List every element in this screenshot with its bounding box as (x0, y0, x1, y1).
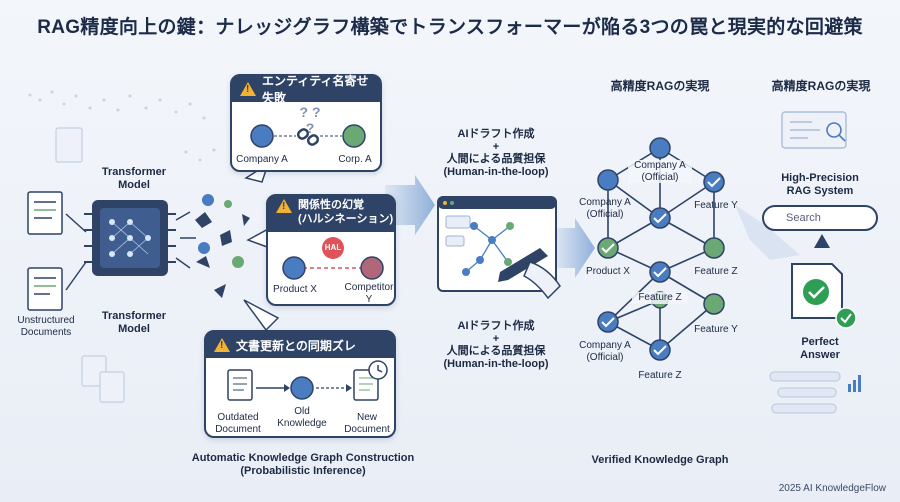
panel-title: 文書更新との同期ズレ (236, 338, 356, 353)
transformer-chip-icon (84, 200, 176, 276)
transformer-label-top: Transformer Model (101, 166, 167, 191)
unstructured-documents-label: Unstructured Documents (17, 315, 75, 338)
label-company-a: Company A (236, 154, 288, 165)
label-old-knowledge: Old Knowledge (277, 406, 327, 429)
label-feature-y-top: Feature Y (694, 200, 738, 211)
pen-icon (498, 248, 548, 282)
label-product-x: Product X (273, 284, 317, 295)
clock-icon (368, 360, 388, 380)
node-product-x (282, 256, 306, 280)
label-new-document: New Document (344, 412, 390, 435)
panel-title: エンティティ名寄せ失敗 (262, 74, 369, 105)
warning-icon (214, 338, 230, 352)
search-placeholder: Search (786, 212, 821, 224)
label-feature-y-bottom: Feature Y (694, 324, 738, 335)
search-input[interactable]: Search (762, 205, 878, 231)
human-in-loop-label-bottom: AIドラフト作成 + 人間による品質担保 (Human-in-the-loop) (443, 320, 549, 370)
world-map-decoration (28, 90, 216, 162)
broken-graph-fragments (195, 194, 250, 298)
label-feature-z-bottom: Feature Z (638, 370, 682, 381)
label-feature-z-right: Feature Z (694, 266, 738, 277)
rag-system-label: High-Precision RAG System (781, 172, 859, 197)
label-corp-a: Corp. A (338, 154, 372, 165)
node-company-a (250, 124, 274, 148)
hand-icon (523, 261, 561, 300)
warning-icon (240, 82, 256, 96)
label-product-x-graph: Product X (586, 266, 630, 277)
label-ca-official-left: Company A (Official) (579, 197, 631, 220)
label-ca-official-top: Company A (Official) (628, 160, 692, 183)
footer-copyright: 2025 AI KnowledgeFlow (778, 483, 886, 494)
verified-graph-nodes (597, 137, 725, 361)
question-marks: ? ? ? (299, 104, 321, 137)
check-icon (601, 177, 721, 356)
caption-verified-kg: Verified Knowledge Graph (591, 454, 729, 466)
old-knowledge-node (290, 376, 314, 400)
caption-auto-kg: Automatic Knowledge Graph Construction (… (191, 452, 415, 477)
document-icon (27, 191, 63, 311)
broken-link-icon (296, 128, 320, 146)
flow-arrow-3 (735, 205, 800, 260)
bar-chart-icon (848, 375, 861, 392)
panel-sync-drift: 文書更新との同期ズレ Outdated Document Old Knowled… (204, 330, 396, 438)
dashboard-icon (781, 111, 847, 149)
page-title: RAG精度向上の鍵：ナレッジグラフ構築でトランスフォーマーが陥る3つの罠と現実的… (37, 17, 863, 38)
answer-document-icon (791, 263, 857, 329)
monitor-icon (437, 196, 561, 300)
label-outdated-document: Outdated Document (215, 412, 261, 435)
hal-badge: HAL (324, 243, 342, 252)
node-competitor-y (360, 256, 384, 280)
flow-arrow-2 (555, 218, 595, 278)
right-header: 高精度RAGの実現 (771, 79, 871, 93)
hal-badge-icon (322, 237, 344, 259)
down-arrow-icon (814, 234, 830, 248)
result-list-decoration (769, 371, 841, 414)
graph-header: 高精度RAGの実現 (610, 79, 710, 93)
label-competitor-y: Competitor Y (344, 282, 394, 305)
transformer-label-bottom: Transformer Model (101, 310, 167, 335)
panel-title: 関係性の幻覚 (ハルシネーション) (298, 199, 394, 225)
flow-arrow-1 (385, 175, 435, 235)
warning-icon (276, 199, 292, 213)
label-feature-z-mid: Feature Z (632, 292, 688, 304)
panel-entity-resolution: エンティティ名寄せ失敗 ? ? ? Company A Corp. A (230, 74, 382, 172)
outdated-document-icon (227, 369, 253, 401)
node-corp-a (342, 124, 366, 148)
human-in-loop-label-top: AIドラフト作成 + 人間による品質担保 (Human-in-the-loop) (443, 128, 549, 178)
panel-hallucination: 関係性の幻覚 (ハルシネーション) HAL Product X Competit… (266, 194, 396, 306)
perfect-answer-label: Perfect Answer (800, 336, 840, 361)
label-ca-official-bottom: Company A (Official) (579, 340, 631, 363)
